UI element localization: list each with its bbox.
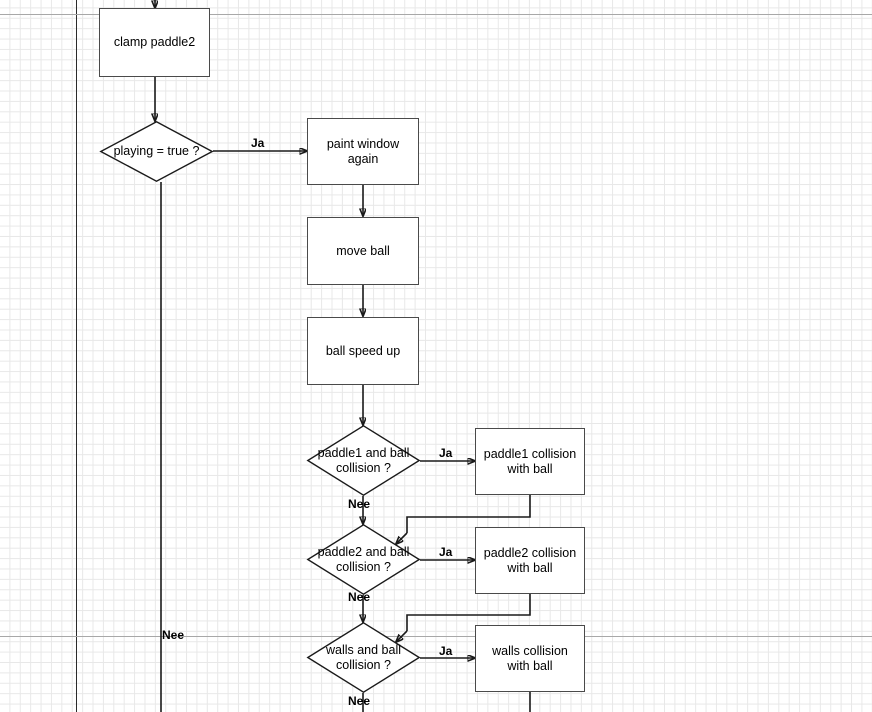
node-walls-ball-collision-decision[interactable]: walls and ball collision ? [306, 621, 421, 694]
page-break-horizontal-bottom [0, 636, 872, 637]
edge-label-playing-no: Nee [162, 628, 185, 642]
page-break-horizontal-top [0, 14, 872, 15]
diamond-shape [306, 424, 421, 497]
node-paddle1-collision-with-ball[interactable]: paddle1 collision with ball [475, 428, 585, 495]
node-label: walls and ball collision ? [325, 642, 402, 672]
node-playing-true-decision[interactable]: playing = true ? [99, 121, 214, 182]
node-clamp-paddle2[interactable]: clamp paddle2 [99, 8, 210, 77]
page-break-vertical [76, 0, 77, 712]
edge-label-paddle1-no: Nee [348, 497, 371, 511]
edge-label-walls-no: Nee [348, 694, 371, 708]
edge-label-paddle2-yes: Ja [439, 545, 453, 559]
node-label: paddle1 and ball collision ? [317, 445, 410, 475]
edge-label-playing-yes: Ja [251, 136, 265, 150]
node-move-ball[interactable]: move ball [307, 217, 419, 285]
node-paddle2-collision-with-ball[interactable]: paddle2 collision with ball [475, 527, 585, 594]
node-paint-window-again[interactable]: paint window again [307, 118, 419, 185]
node-walls-collision-with-ball[interactable]: walls collision with ball [475, 625, 585, 692]
node-label: playing = true ? [113, 144, 200, 158]
edge-label-walls-yes: Ja [439, 644, 453, 658]
diamond-shape [99, 121, 214, 182]
diamond-shape [306, 523, 421, 596]
edge-label-paddle2-no: Nee [348, 590, 371, 604]
edge-label-paddle1-yes: Ja [439, 446, 453, 460]
diamond-shape [306, 621, 421, 694]
node-paddle2-ball-collision-decision[interactable]: paddle2 and ball collision ? [306, 523, 421, 596]
node-paddle1-ball-collision-decision[interactable]: paddle1 and ball collision ? [306, 424, 421, 497]
node-ball-speed-up[interactable]: ball speed up [307, 317, 419, 385]
node-label: paddle2 and ball collision ? [317, 544, 410, 574]
